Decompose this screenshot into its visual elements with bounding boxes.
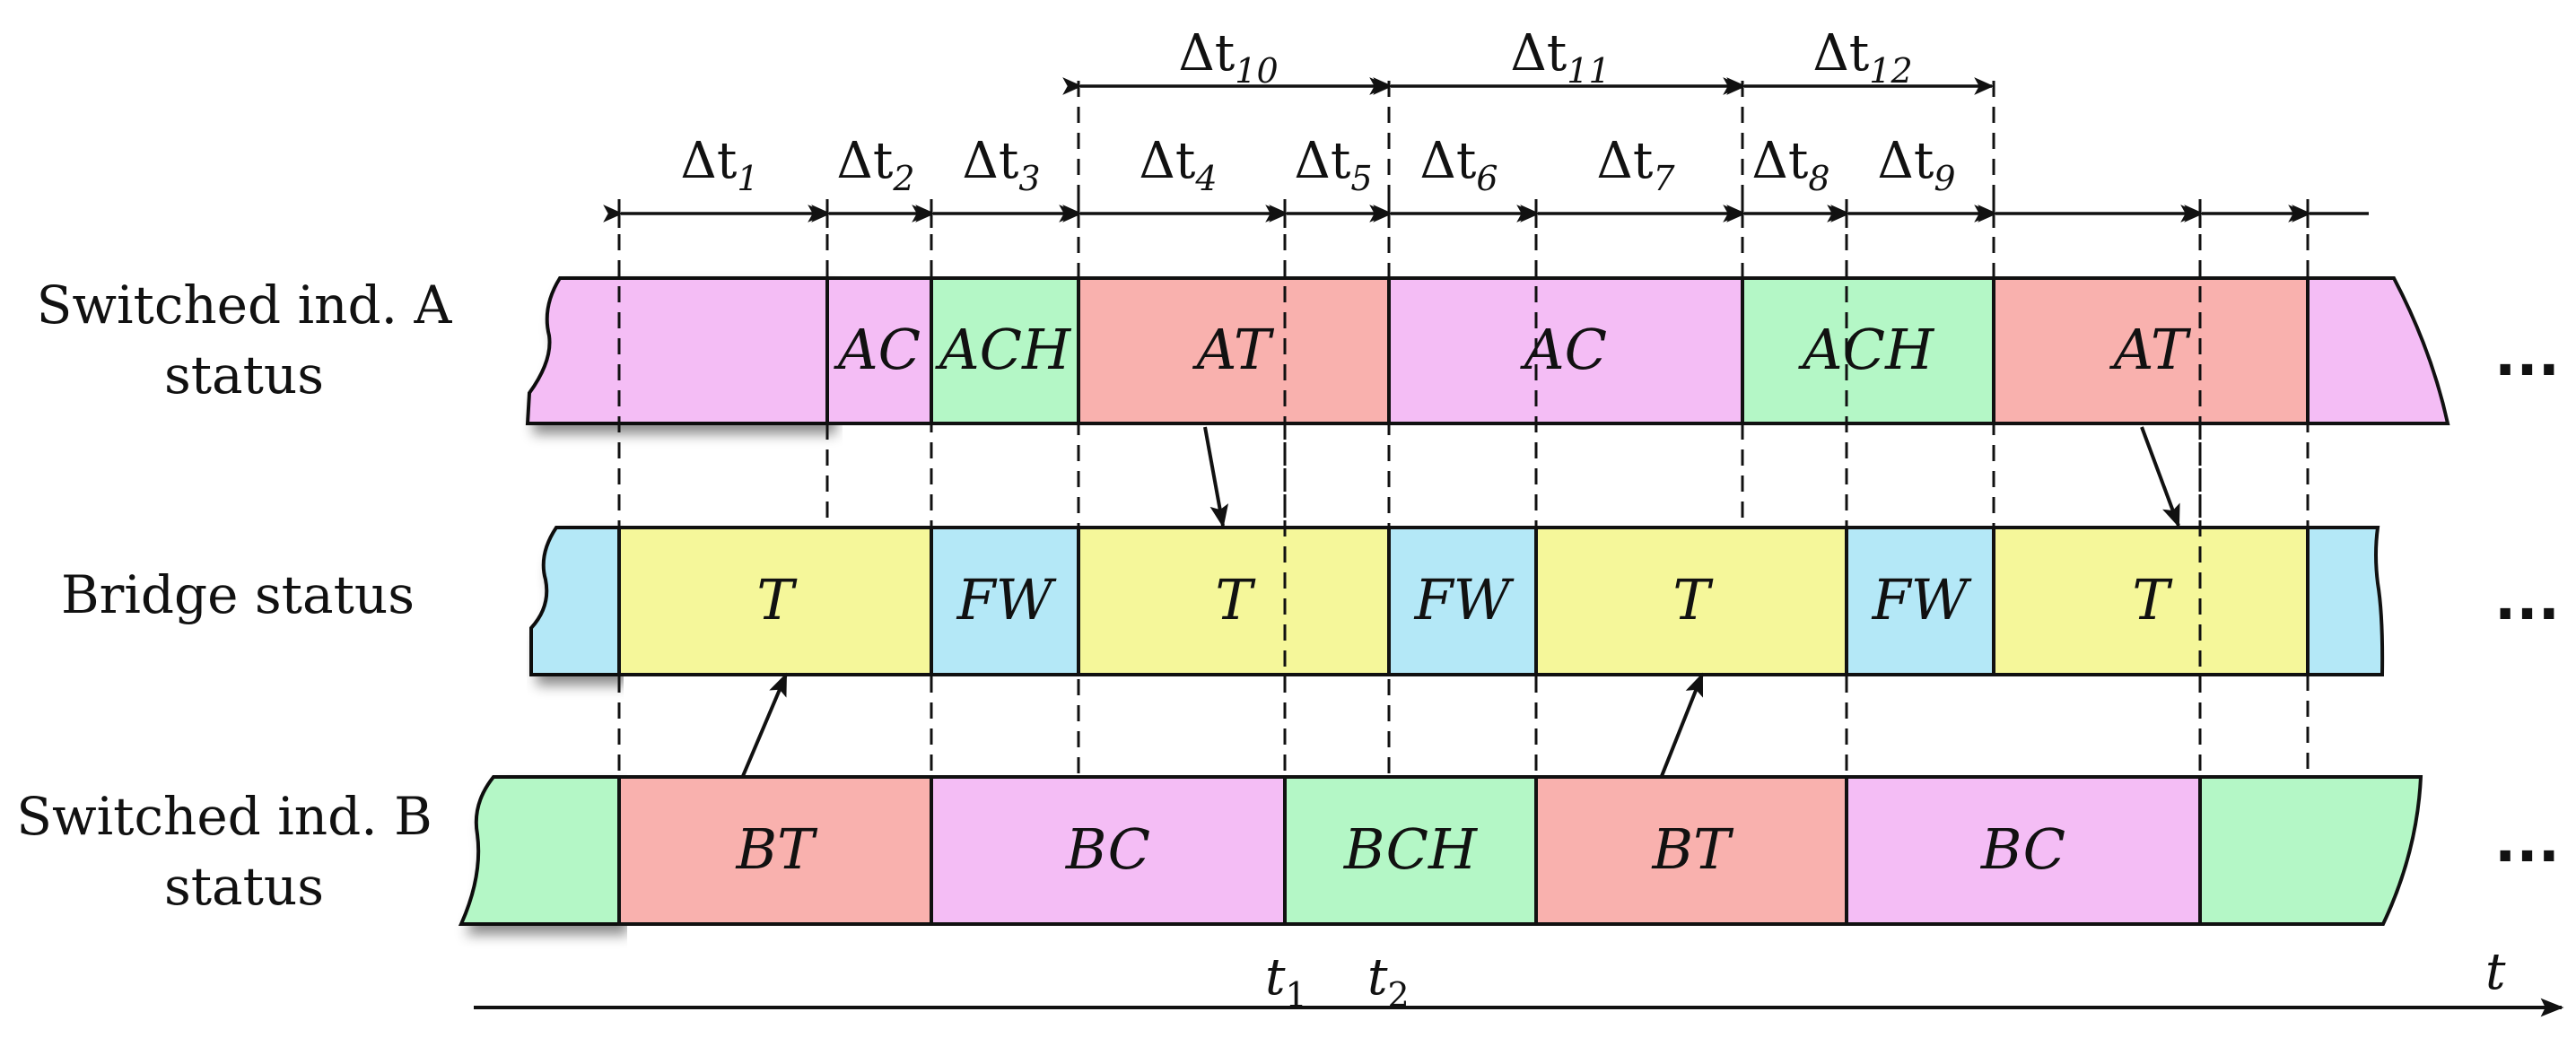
interval-label-12: Δt12 <box>1812 24 1912 91</box>
time-mark-t1: t1 <box>1265 948 1307 1015</box>
row-bridge: T FW T FW T FW T ... <box>529 526 2560 676</box>
row-b-segments: BT BC BCH BT BC <box>617 775 2202 926</box>
row-a-segment-label-4: AC <box>1520 317 1607 382</box>
row-b: BT BC BCH BT BC ... <box>458 775 2560 926</box>
row-bridge-segment-label-1: T <box>756 567 798 632</box>
row-bridge-segment-4 <box>1387 526 1538 676</box>
row-bridge-segment-label-3: T <box>1215 567 1256 632</box>
interval-dimensions: Δt1 Δt2 Δt3 Δt4 Δt5 Δt6 Δt7 Δt8 Δt9 Δt10 Δt11 Δt12 <box>603 24 2369 228</box>
row-b-segment-4 <box>1534 775 1848 926</box>
row-a-segment-label-2: ACH <box>935 317 1072 382</box>
row-label-a-line1: Switched ind. A <box>37 275 453 336</box>
row-label-b-line2: status <box>164 856 324 917</box>
row-label-b-line1: Switched ind. B <box>16 786 432 847</box>
interval-label-5: Δt5 <box>1294 132 1372 198</box>
row-bridge-segment-6 <box>1845 526 1995 676</box>
transition-arrow-bt-to-t-1 <box>741 672 788 777</box>
interval-label-10: Δt10 <box>1178 24 1278 91</box>
row-a-segment-3 <box>1077 276 1391 425</box>
time-axis: t t1 t2 <box>474 943 2564 1017</box>
row-a-segment-label-6: AT <box>2109 317 2192 382</box>
transition-arrow-bt-to-t-2 <box>1660 672 1704 777</box>
row-b-segment-label-5: BC <box>1980 816 2065 882</box>
row-a-lead-fragment <box>525 276 829 425</box>
row-bridge-lead-fragment <box>529 526 621 676</box>
row-bridge-more-indicator: ... <box>2494 567 2560 633</box>
transition-arrow-at-to-t-2 <box>2140 426 2180 528</box>
row-labels: Switched ind. A status Bridge status Swi… <box>16 275 452 917</box>
row-a-segment-label-3: AT <box>1192 317 1275 382</box>
row-b-lead-fragment <box>458 775 621 926</box>
row-label-bridge: Bridge status <box>61 564 415 625</box>
alignment-dashed-lines <box>617 81 2310 779</box>
row-b-trail-fragment <box>2198 775 2423 926</box>
row-a-trail-fragment <box>2306 276 2450 425</box>
interval-label-1: Δt1 <box>680 132 758 198</box>
row-b-segment-5 <box>1845 775 2202 926</box>
row-a-segment-2 <box>930 276 1080 425</box>
row-b-segment-label-1: BT <box>736 816 819 882</box>
time-mark-t2: t2 <box>1367 948 1410 1015</box>
interval-label-4: Δt4 <box>1139 132 1217 198</box>
transition-arrow-at-to-t-1 <box>1203 426 1229 528</box>
interval-label-6: Δt6 <box>1419 132 1498 198</box>
interval-label-11: Δt11 <box>1510 24 1610 91</box>
row-a-segment-label-5: ACH <box>1798 317 1935 382</box>
row-a-segment-5 <box>1741 276 1995 425</box>
row-a-segment-label-1: AC <box>834 317 921 382</box>
row-bridge-segment-label-4: FW <box>1414 567 1515 632</box>
interval-label-3: Δt3 <box>962 132 1040 198</box>
interval-label-7: Δt7 <box>1596 132 1675 198</box>
transition-arrows <box>741 426 2180 777</box>
row-bridge-segment-label-7: T <box>2132 567 2173 632</box>
interval-label-2: Δt2 <box>836 132 914 198</box>
row-a-more-indicator: ... <box>2494 323 2560 389</box>
row-b-segment-3 <box>1283 775 1538 926</box>
row-a-segment-1 <box>825 276 933 425</box>
row-b-segment-label-2: BC <box>1065 816 1150 882</box>
row-b-more-indicator: ... <box>2494 809 2560 876</box>
row-bridge-segment-label-5: T <box>1672 567 1714 632</box>
time-axis-label: t <box>2485 943 2506 1001</box>
row-bridge-segment-label-6: FW <box>1872 567 1972 632</box>
row-bridge-segment-label-2: FW <box>956 567 1057 632</box>
row-bridge-segments: T FW T FW T FW T <box>617 526 2310 676</box>
interval-label-9: Δt9 <box>1877 132 1955 198</box>
row-b-segment-label-4: BT <box>1652 816 1735 882</box>
row-bridge-segment-7 <box>1992 526 2310 676</box>
row-bridge-trail-fragment <box>2306 526 2385 676</box>
row-b-segment-label-3: BCH <box>1343 816 1479 882</box>
interval-label-8: Δt8 <box>1751 132 1829 198</box>
row-label-a-line2: status <box>164 345 324 406</box>
row-b-segment-1 <box>617 775 933 926</box>
